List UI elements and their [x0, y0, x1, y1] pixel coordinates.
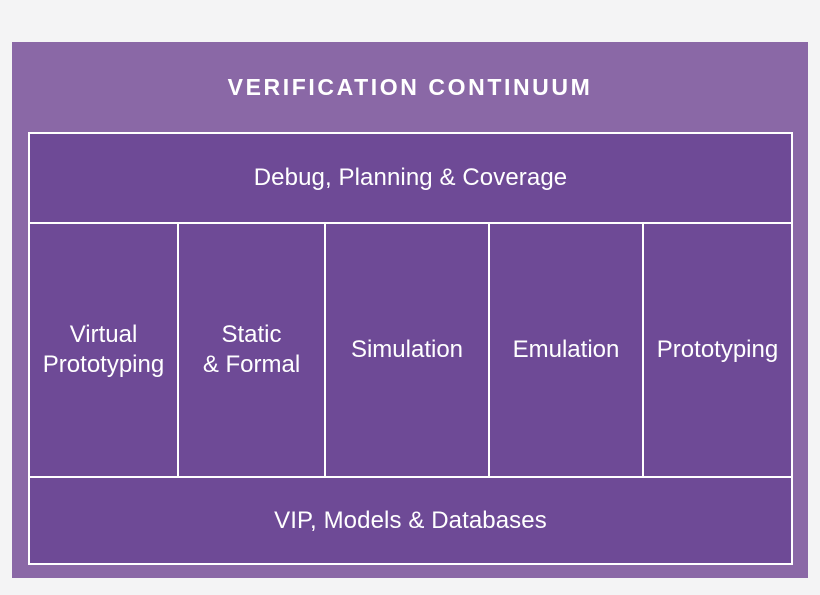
- column-static-and-formal-label: Static & Formal: [203, 320, 300, 380]
- band-debug-planning-coverage: Debug, Planning & Coverage: [30, 134, 791, 224]
- column-simulation-label: Simulation: [351, 335, 463, 365]
- column-static-and-formal[interactable]: Static & Formal: [177, 224, 324, 476]
- label-line: & Formal: [202, 351, 301, 378]
- label-line: Prototyping: [42, 351, 165, 378]
- label-line: Simulation: [350, 335, 464, 363]
- label-line: Virtual: [69, 320, 138, 348]
- column-virtual-prototyping-label: Virtual Prototyping: [43, 320, 164, 380]
- column-simulation[interactable]: Simulation: [324, 224, 488, 476]
- band-vip-models-databases: VIP, Models & Databases: [30, 476, 791, 563]
- column-prototyping[interactable]: Prototyping: [642, 224, 791, 476]
- label-line: Static: [221, 320, 282, 348]
- verification-continuum-panel: Verification Continuum Debug, Planning &…: [12, 42, 808, 578]
- label-line: Emulation: [512, 335, 620, 363]
- continuum-grid: Debug, Planning & Coverage Virtual Proto…: [28, 132, 793, 565]
- label-line: Prototyping: [656, 335, 779, 363]
- continuum-columns: Virtual Prototyping Static & Formal Simu…: [30, 224, 791, 476]
- column-virtual-prototyping[interactable]: Virtual Prototyping: [30, 224, 177, 476]
- band-bottom-label: VIP, Models & Databases: [274, 506, 547, 534]
- column-emulation-label: Emulation: [513, 335, 620, 365]
- column-emulation[interactable]: Emulation: [488, 224, 642, 476]
- column-prototyping-label: Prototyping: [657, 335, 778, 365]
- page-title: Verification Continuum: [227, 73, 593, 100]
- band-top-label: Debug, Planning & Coverage: [253, 164, 568, 191]
